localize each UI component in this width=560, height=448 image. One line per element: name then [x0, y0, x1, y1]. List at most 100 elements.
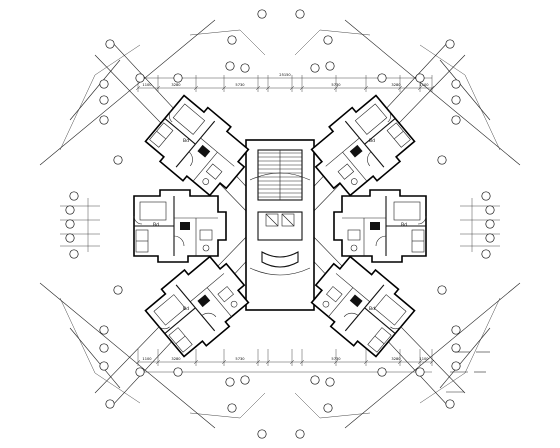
door-swing: [375, 235, 387, 247]
grid-bubble: [257, 429, 267, 439]
dimension-slash: [135, 85, 141, 91]
bedroom: [153, 294, 186, 326]
grid-bubble: [485, 233, 495, 243]
door-swing: [387, 110, 391, 123]
grid-bubble: [113, 155, 123, 165]
dimension-slash: [333, 359, 339, 365]
door-swing: [367, 151, 372, 167]
unit-partition: [344, 120, 385, 168]
dimension-slash: [289, 85, 295, 91]
grid-bubble: [113, 285, 123, 295]
grid-bubble: [225, 61, 235, 71]
door-swing: [158, 325, 170, 330]
bed-fixture: [197, 294, 211, 308]
grid-bubble: [445, 39, 455, 49]
wardrobe-divider: [393, 130, 404, 140]
dimension-slash: [429, 85, 435, 91]
door-swing: [390, 325, 402, 330]
dimension-slash: [265, 359, 271, 365]
door-swing: [201, 312, 217, 317]
bedroom: [172, 103, 206, 135]
wardrobe-divider: [175, 335, 186, 345]
bath-fixture: [199, 229, 213, 241]
unit-partition: [344, 284, 385, 332]
room-tag-lower-right: Bd: [369, 306, 375, 312]
apartment-unit: [144, 255, 250, 358]
grid-bubble: [437, 285, 447, 295]
grid-bubble: [173, 73, 183, 83]
unit-outline: [310, 94, 416, 197]
room-tag-right: Bd: [401, 222, 407, 228]
grid-bubble: [65, 219, 75, 229]
dimension-slash: [193, 359, 199, 365]
bedroom: [139, 201, 167, 221]
bath-fixture: [347, 229, 361, 241]
grid-bubble: [227, 35, 237, 45]
bath-fixture: [205, 163, 223, 180]
grid-bubble: [65, 233, 75, 243]
unit-partition: [192, 151, 218, 182]
unit-partition: [364, 307, 396, 334]
door-swing: [188, 151, 193, 167]
bedroom: [354, 103, 388, 135]
grid-bubble: [451, 95, 461, 105]
grid-bubble: [437, 155, 447, 165]
grid-bubble: [295, 9, 305, 19]
dimension-slash: [193, 85, 199, 91]
bed-fixture: [197, 144, 211, 158]
door-swing: [169, 110, 173, 123]
unit-partition: [206, 287, 232, 317]
bed-fixture: [349, 144, 363, 158]
annotation-marks: [446, 351, 490, 393]
side-dimension-chains: [60, 198, 500, 252]
dimension-slash: [333, 85, 339, 91]
grid-bubble: [481, 249, 491, 259]
grid-bubble: [135, 367, 145, 377]
grid-bubble: [377, 367, 387, 377]
grid-bubble: [69, 249, 79, 259]
grid-bubble: [99, 361, 109, 371]
top-dim-1: 1100: [142, 83, 152, 87]
bottom-dim-9: 3280: [391, 357, 401, 361]
grid-bubble: [225, 377, 235, 387]
dimension-slash: [221, 359, 227, 365]
grid-bubble: [135, 73, 145, 83]
bath-fixture: [326, 286, 343, 303]
grid-bubble: [485, 205, 495, 215]
door-swing: [173, 235, 185, 247]
grid-bubble: [485, 219, 495, 229]
room-tag-lower-left: Bd: [183, 306, 189, 312]
grid-bubble: [99, 325, 109, 335]
unit-partition: [200, 137, 235, 167]
dimension-slash: [155, 359, 161, 365]
door-swing: [133, 215, 143, 225]
top-dim-2: 3280: [171, 83, 181, 87]
bed-fixture: [370, 222, 380, 230]
dimension-slash: [363, 85, 369, 91]
grid-bubble: [99, 95, 109, 105]
grid-bubble: [445, 399, 455, 409]
grid-bubble: [257, 9, 267, 19]
apartment-unit: [144, 94, 250, 197]
wardrobe-divider: [156, 130, 167, 140]
sink-fixture: [230, 300, 238, 308]
dimension-slash: [299, 85, 305, 91]
dimension-slash: [417, 359, 423, 365]
top-dim-10: 1100: [419, 83, 429, 87]
sink-fixture: [202, 178, 210, 185]
dimension-slash: [397, 359, 403, 365]
unit-partition: [175, 284, 216, 332]
grid-bubble: [99, 343, 109, 353]
unit-partition: [175, 120, 216, 168]
grid-bubble: [310, 375, 320, 385]
dimension-slash: [397, 85, 403, 91]
bath-fixture: [217, 286, 234, 303]
bed-fixture: [349, 294, 363, 308]
bottom-dim-7: 5730: [331, 357, 341, 361]
unit-partition: [342, 151, 368, 182]
bottom-dim-4: 5730: [235, 357, 245, 361]
dimension-slash: [265, 85, 271, 91]
bedroom: [374, 294, 407, 326]
bottom-dim-1: 1100: [142, 357, 152, 361]
sink-fixture: [322, 300, 330, 308]
